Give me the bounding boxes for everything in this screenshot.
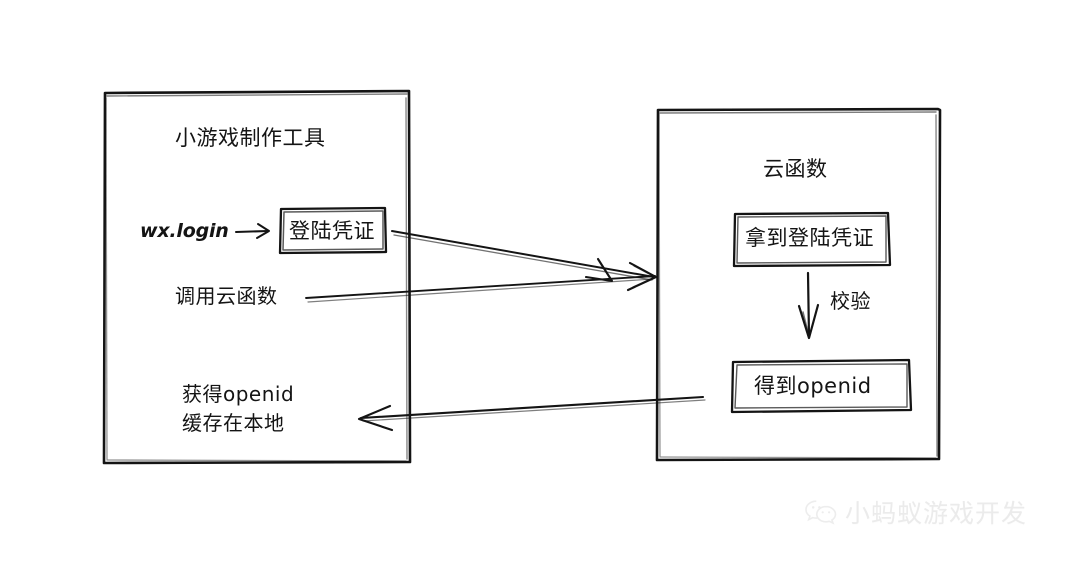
credential-box-label: 登陆凭证 [289,219,375,243]
openid-box-outline [730,358,913,414]
receive-credential-box-outline [732,211,892,268]
left-panel-border [102,89,412,465]
wechat-logo-icon [805,500,837,525]
openid-box-label: 得到openid [754,374,872,398]
watermark-text: 小蚂蚁游戏开发 [845,499,1028,528]
receive-credential-box-label: 拿到登陆凭证 [745,226,874,250]
verify-arrow-line [797,271,820,340]
connector-invoke-to-cloud [305,261,658,303]
left-panel-title: 小游戏制作工具 [175,126,326,150]
connector-openid-return [357,395,706,432]
get-openid-label: 获得openid [182,382,295,406]
connector-credential-to-cloud [391,230,655,283]
cache-local-label: 缓存在本地 [182,411,285,435]
credential-box-outline [278,206,388,255]
right-panel-title: 云函数 [763,157,828,181]
wx-login-label: wx.login [140,220,229,242]
watermark: 小蚂蚁游戏开发 [804,494,1027,530]
invoke-cloud-function-label: 调用云函数 [175,284,278,308]
verify-arrow-label: 校验 [830,289,871,313]
wx-login-arrow [235,223,270,239]
